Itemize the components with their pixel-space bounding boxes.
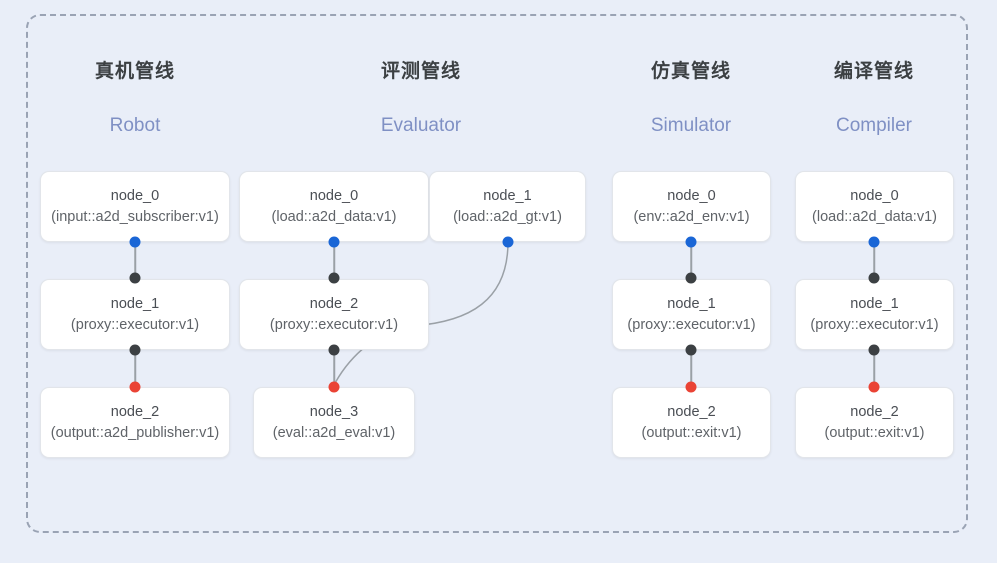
node-label-type: (load::a2d_data:v1) — [812, 208, 937, 225]
node-evaluator-0[interactable]: node_0 (load::a2d_data:v1) — [239, 171, 429, 242]
edge-compiler-0-1 — [873, 242, 875, 278]
node-robot-2[interactable]: node_2 (output::a2d_publisher:v1) — [40, 387, 230, 458]
port-output-robot-1[interactable] — [129, 344, 141, 356]
node-label-type: (eval::a2d_eval:v1) — [272, 424, 396, 441]
port-output-simulator-1[interactable] — [685, 344, 697, 356]
node-simulator-2[interactable]: node_2 (output::exit:v1) — [612, 387, 771, 458]
node-label-name: node_2 — [850, 403, 899, 420]
port-output-compiler-1[interactable] — [868, 344, 880, 356]
node-label-type: (input::a2d_subscriber:v1) — [51, 208, 219, 225]
node-label-name: node_2 — [667, 403, 716, 420]
port-output-robot-0[interactable] — [129, 236, 141, 248]
node-label-type: (load::a2d_gt:v1) — [453, 208, 562, 225]
port-output-evaluator-2[interactable] — [328, 344, 340, 356]
node-label-name: node_0 — [309, 187, 359, 204]
node-label-type: (proxy::executor:v1) — [627, 316, 756, 333]
port-input-compiler-2[interactable] — [868, 381, 880, 393]
node-label-type: (output::exit:v1) — [824, 424, 925, 441]
port-input-simulator-1[interactable] — [685, 272, 697, 284]
node-simulator-0[interactable]: node_0 (env::a2d_env:v1) — [612, 171, 771, 242]
node-simulator-1[interactable]: node_1 (proxy::executor:v1) — [612, 279, 771, 350]
node-evaluator-2[interactable]: node_2 (proxy::executor:v1) — [239, 279, 429, 350]
node-compiler-0[interactable]: node_0 (load::a2d_data:v1) — [795, 171, 954, 242]
node-label-name: node_0 — [850, 187, 899, 204]
node-label-name: node_2 — [110, 403, 160, 420]
port-input-compiler-1[interactable] — [868, 272, 880, 284]
node-compiler-1[interactable]: node_1 (proxy::executor:v1) — [795, 279, 954, 350]
port-input-simulator-2[interactable] — [685, 381, 697, 393]
port-output-evaluator-1[interactable] — [502, 236, 514, 248]
node-label-type: (output::exit:v1) — [641, 424, 742, 441]
port-input-evaluator-2[interactable] — [328, 272, 340, 284]
edge-simulator-0-1 — [690, 242, 692, 278]
node-label-type: (proxy::executor:v1) — [70, 316, 200, 333]
edge-compiler-1-2 — [873, 350, 875, 386]
pipeline-panel — [26, 14, 968, 533]
port-output-compiler-0[interactable] — [868, 236, 880, 248]
node-label-name: node_0 — [110, 187, 160, 204]
node-label-name: node_1 — [667, 295, 716, 312]
port-input-evaluator-3[interactable] — [328, 381, 340, 393]
node-label-name: node_0 — [667, 187, 716, 204]
node-label-type: (env::a2d_env:v1) — [633, 208, 750, 225]
node-label-type: (output::a2d_publisher:v1) — [50, 424, 220, 441]
node-label-type: (load::a2d_data:v1) — [271, 208, 397, 225]
node-label-name: node_2 — [309, 295, 359, 312]
port-input-robot-1[interactable] — [129, 272, 141, 284]
node-label-type: (proxy::executor:v1) — [269, 316, 399, 333]
node-label-name: node_3 — [309, 403, 359, 420]
node-label-type: (proxy::executor:v1) — [810, 316, 939, 333]
node-compiler-2[interactable]: node_2 (output::exit:v1) — [795, 387, 954, 458]
node-label-name: node_1 — [850, 295, 899, 312]
node-label-name: node_1 — [110, 295, 160, 312]
edge-robot-0-1 — [134, 242, 136, 278]
node-robot-0[interactable]: node_0 (input::a2d_subscriber:v1) — [40, 171, 230, 242]
port-input-robot-2[interactable] — [129, 381, 141, 393]
edge-simulator-1-2 — [690, 350, 692, 386]
node-label-name: node_1 — [483, 187, 532, 204]
edge-robot-1-2 — [134, 350, 136, 386]
node-evaluator-3[interactable]: node_3 (eval::a2d_eval:v1) — [253, 387, 415, 458]
node-robot-1[interactable]: node_1 (proxy::executor:v1) — [40, 279, 230, 350]
port-output-simulator-0[interactable] — [685, 236, 697, 248]
port-output-evaluator-0[interactable] — [328, 236, 340, 248]
node-evaluator-1[interactable]: node_1 (load::a2d_gt:v1) — [429, 171, 586, 242]
